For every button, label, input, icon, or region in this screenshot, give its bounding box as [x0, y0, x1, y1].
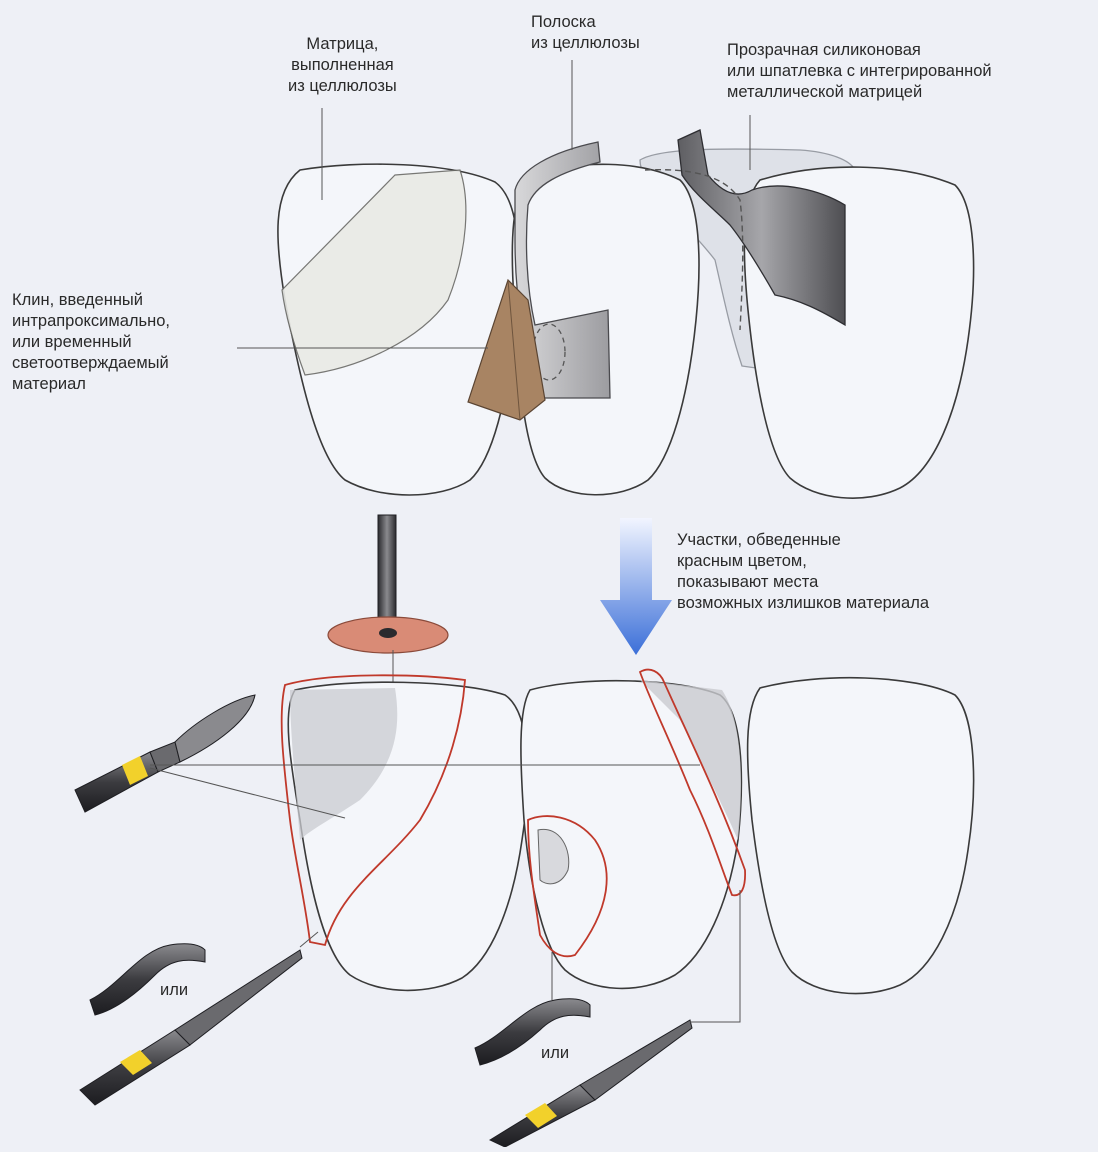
label-matrix-cellulose: Матрица, выполненная из целлюлозы [288, 34, 397, 97]
flame-bur [75, 695, 255, 812]
label-silicone: Прозрачная силиконовая или шпатлевка с и… [727, 40, 992, 103]
label-strip-cellulose: Полоска из целлюлозы [531, 12, 640, 54]
tooth-bottom-3 [748, 678, 974, 994]
mandrel-shaft [378, 515, 396, 625]
down-arrow [600, 518, 672, 655]
label-or-right: или [541, 1043, 569, 1064]
label-wedge: Клин, введенный интрапроксимально, или в… [12, 290, 170, 395]
label-red-areas: Участки, обведенные красным цветом, пока… [677, 530, 929, 614]
curved-file-right [475, 999, 590, 1065]
label-or-left: или [160, 980, 188, 1001]
